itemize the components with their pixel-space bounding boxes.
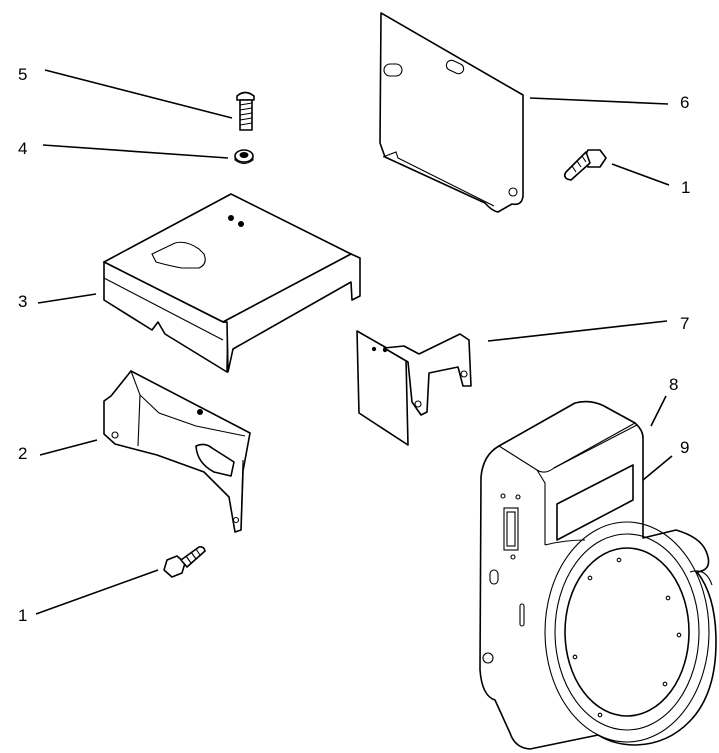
callout-2: 2 xyxy=(18,439,98,463)
bolt-part-1-top xyxy=(563,149,607,181)
callout-2-label: 2 xyxy=(18,444,27,463)
callout-6: 6 xyxy=(529,93,689,112)
callout-6-label: 6 xyxy=(680,93,689,112)
callout-5-label: 5 xyxy=(18,65,27,84)
callout-3-label: 3 xyxy=(18,292,27,311)
callout-4: 4 xyxy=(18,139,229,159)
bracket-part-7 xyxy=(356,330,472,446)
decal-part-9 xyxy=(556,464,634,541)
baffle-part-2 xyxy=(103,369,251,533)
callout-1-bottom: 1 xyxy=(18,569,159,625)
bolt-part-1-bottom xyxy=(163,546,206,578)
callout-1-bottom-label: 1 xyxy=(18,606,27,625)
callout-5: 5 xyxy=(18,65,233,119)
screw-part-5 xyxy=(236,91,255,131)
callout-8: 8 xyxy=(650,375,678,427)
callout-8-label: 8 xyxy=(669,375,678,394)
callout-4-label: 4 xyxy=(18,139,27,158)
blower-housing-part-8 xyxy=(479,400,717,750)
cover-part-3 xyxy=(103,193,361,373)
callout-7: 7 xyxy=(487,314,689,342)
callout-9: 9 xyxy=(636,438,689,486)
washer-part-4 xyxy=(234,149,254,165)
callout-1-top: 1 xyxy=(611,163,690,197)
callout-1-top-label: 1 xyxy=(681,178,690,197)
callout-7-label: 7 xyxy=(680,314,689,333)
callout-9-label: 9 xyxy=(680,438,689,457)
plate-part-6 xyxy=(379,12,524,213)
callout-3: 3 xyxy=(18,292,97,311)
